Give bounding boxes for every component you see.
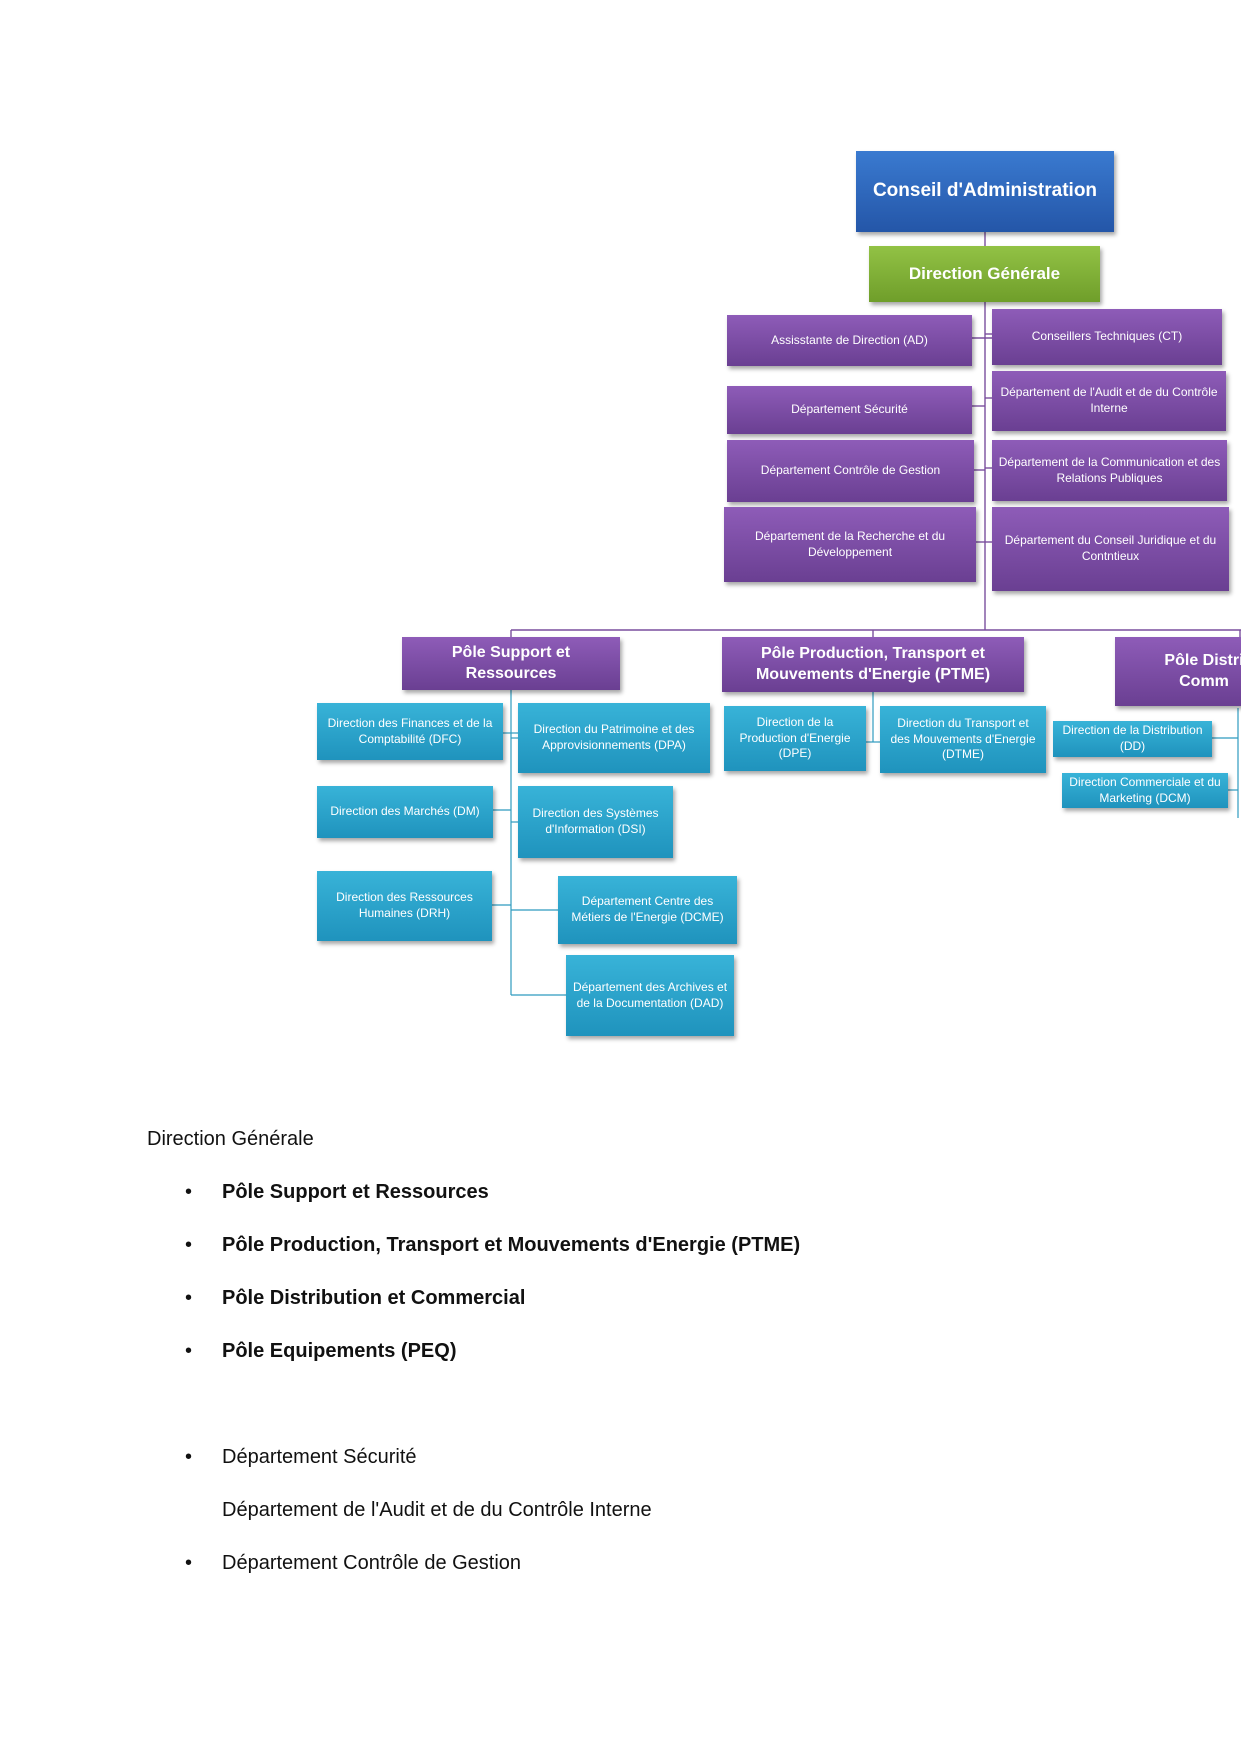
bullet-marker: • — [185, 1234, 193, 1256]
staff-box-securite: Département Sécurité — [727, 386, 972, 434]
unit-box-drh: Direction des Ressources Humaines (DRH) — [317, 871, 492, 941]
unit-box-dad: Département des Archives et de la Docume… — [566, 955, 734, 1036]
bullet-marker: • — [185, 1340, 193, 1362]
dept-list-item-audit: Département de l'Audit et de du Contrôle… — [222, 1499, 652, 1521]
unit-box-dsi: Direction des Systèmes d'Information (DS… — [518, 786, 673, 858]
bullet-marker: • — [185, 1552, 193, 1574]
general-direction-box: Direction Générale — [869, 246, 1100, 302]
unit-box-dd: Direction de la Distribution (DD) — [1053, 721, 1212, 757]
org-chart: Conseil d'Administration Direction Génér… — [317, 151, 1241, 1036]
unit-box-dm: Direction des Marchés (DM) — [317, 786, 493, 838]
unit-box-dcme: Département Centre des Métiers de l'Ener… — [558, 876, 737, 944]
document-text: Direction Générale • Pôle Support et Res… — [0, 1050, 1241, 1754]
staff-box-communication: Département de la Communication et des R… — [992, 440, 1227, 501]
unit-box-dtme: Direction du Transport et des Mouvements… — [880, 706, 1046, 773]
pole-ptme-box: Pôle Production, Transport et Mouvements… — [722, 637, 1024, 692]
staff-box-recherche: Département de la Recherche et du Dévelo… — [724, 507, 976, 582]
pole-list-item-support: Pôle Support et Ressources — [222, 1181, 489, 1203]
bullet-marker: • — [185, 1446, 193, 1468]
bullet-marker: • — [185, 1181, 193, 1203]
pole-support-box: Pôle Support et Ressources — [402, 637, 620, 690]
staff-box-audit: Département de l'Audit et de du Contrôle… — [992, 371, 1226, 431]
pole-list-item-ptme: Pôle Production, Transport et Mouvements… — [222, 1234, 801, 1256]
bullet-marker: • — [185, 1287, 193, 1309]
dept-list-item-securite: Département Sécurité — [222, 1446, 417, 1468]
pole-list-item-equipements: Pôle Equipements (PEQ) — [222, 1340, 457, 1362]
staff-box-conseillers: Conseillers Techniques (CT) — [992, 309, 1222, 365]
doc-heading: Direction Générale — [147, 1128, 314, 1150]
board-box: Conseil d'Administration — [856, 151, 1114, 232]
staff-box-ad: Assisstante de Direction (AD) — [727, 315, 972, 366]
staff-box-juridique: Département du Conseil Juridique et du C… — [992, 507, 1229, 591]
dept-list-item-controle-gestion: Département Contrôle de Gestion — [222, 1552, 522, 1574]
unit-box-dfc: Direction des Finances et de la Comptabi… — [317, 703, 503, 760]
staff-box-controle-gestion: Département Contrôle de Gestion — [727, 440, 974, 502]
unit-box-dcm: Direction Commerciale et du Marketing (D… — [1062, 773, 1228, 808]
pole-list-item-distribution: Pôle Distribution et Commercial — [222, 1287, 526, 1309]
unit-box-dpa: Direction du Patrimoine et des Approvisi… — [518, 703, 710, 773]
pole-distribution-box: Pôle Distri Comm — [1115, 637, 1241, 706]
unit-box-dpe: Direction de la Production d'Energie (DP… — [724, 706, 866, 771]
